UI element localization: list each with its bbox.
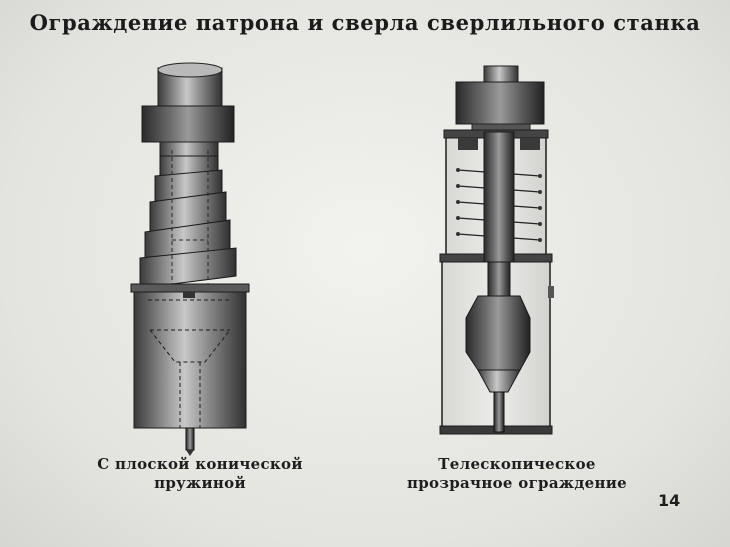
caption-left-line2: пружиной	[154, 474, 246, 492]
figure-caption-right: Телескопическое прозрачное ограждение	[372, 455, 662, 493]
page-number: 14	[658, 491, 681, 510]
slide-title: Ограждение патрона и сверла сверлильного…	[29, 10, 701, 35]
telescopic-guard-figure	[439, 65, 554, 435]
figure-caption-left: С плоской конической пружиной	[55, 455, 345, 493]
conical-spring-guard-figure	[130, 62, 250, 456]
caption-right-line1: Телескопическое	[438, 455, 596, 473]
caption-left-line1: С плоской конической	[97, 455, 303, 473]
caption-right-line2: прозрачное ограждение	[406, 474, 628, 492]
